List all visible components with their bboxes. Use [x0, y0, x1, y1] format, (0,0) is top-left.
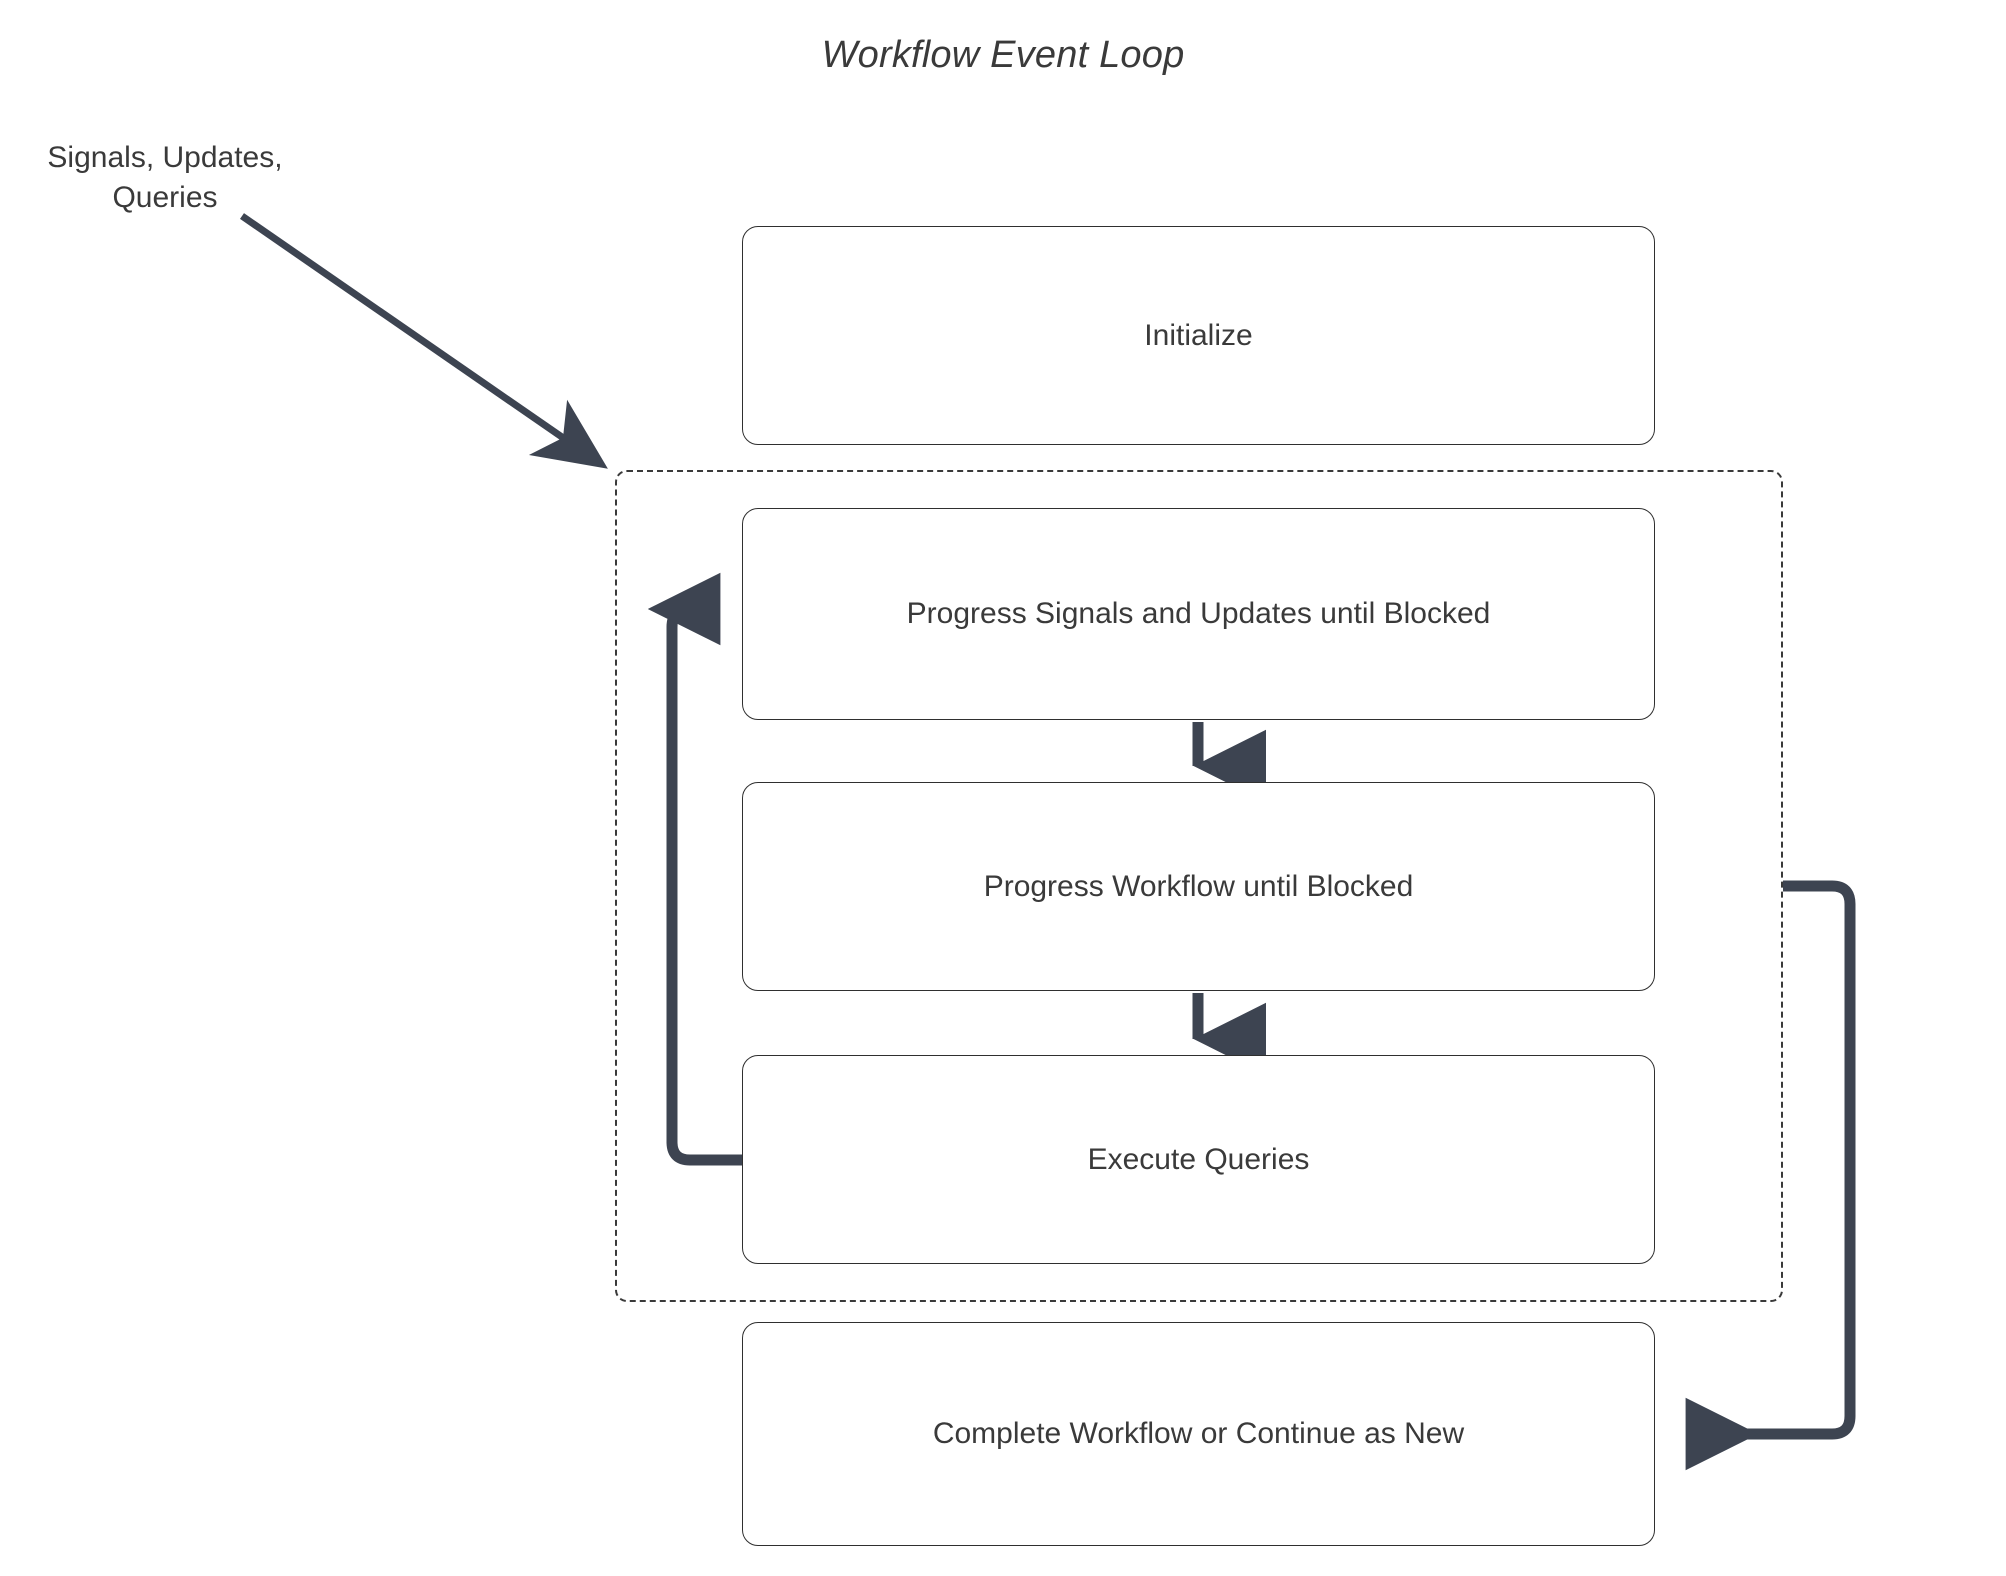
input-edge-label: Signals, Updates, Queries: [10, 138, 320, 217]
input-edge-label-line1: Signals, Updates,: [47, 141, 283, 174]
node-execute-queries-label: Execute Queries: [1087, 1142, 1310, 1176]
input-signals-arrow: [240, 213, 608, 469]
node-initialize[interactable]: Initialize: [742, 226, 1655, 445]
node-progress-signals-updates[interactable]: Progress Signals and Updates until Block…: [742, 508, 1655, 720]
node-progress-signals-updates-label: Progress Signals and Updates until Block…: [906, 597, 1491, 630]
page-title: Workflow Event Loop: [821, 34, 1185, 76]
event-loop-group: [615, 470, 1783, 1302]
node-complete-workflow-label: Complete Workflow or Continue as New: [932, 1417, 1465, 1450]
node-progress-workflow[interactable]: Progress Workflow until Blocked: [742, 782, 1655, 991]
node-progress-workflow-label: Progress Workflow until Blocked: [983, 869, 1414, 903]
input-edge-label-line2: Queries: [112, 180, 218, 214]
node-initialize-label: Initialize: [1144, 318, 1253, 352]
node-complete-workflow[interactable]: Complete Workflow or Continue as New: [742, 1322, 1655, 1546]
edge-execute-queries-to-progress-signals-loop: [647, 572, 742, 1166]
edge-event-loop-to-complete-workflow: [1685, 880, 1856, 1471]
node-execute-queries[interactable]: Execute Queries: [742, 1055, 1655, 1264]
